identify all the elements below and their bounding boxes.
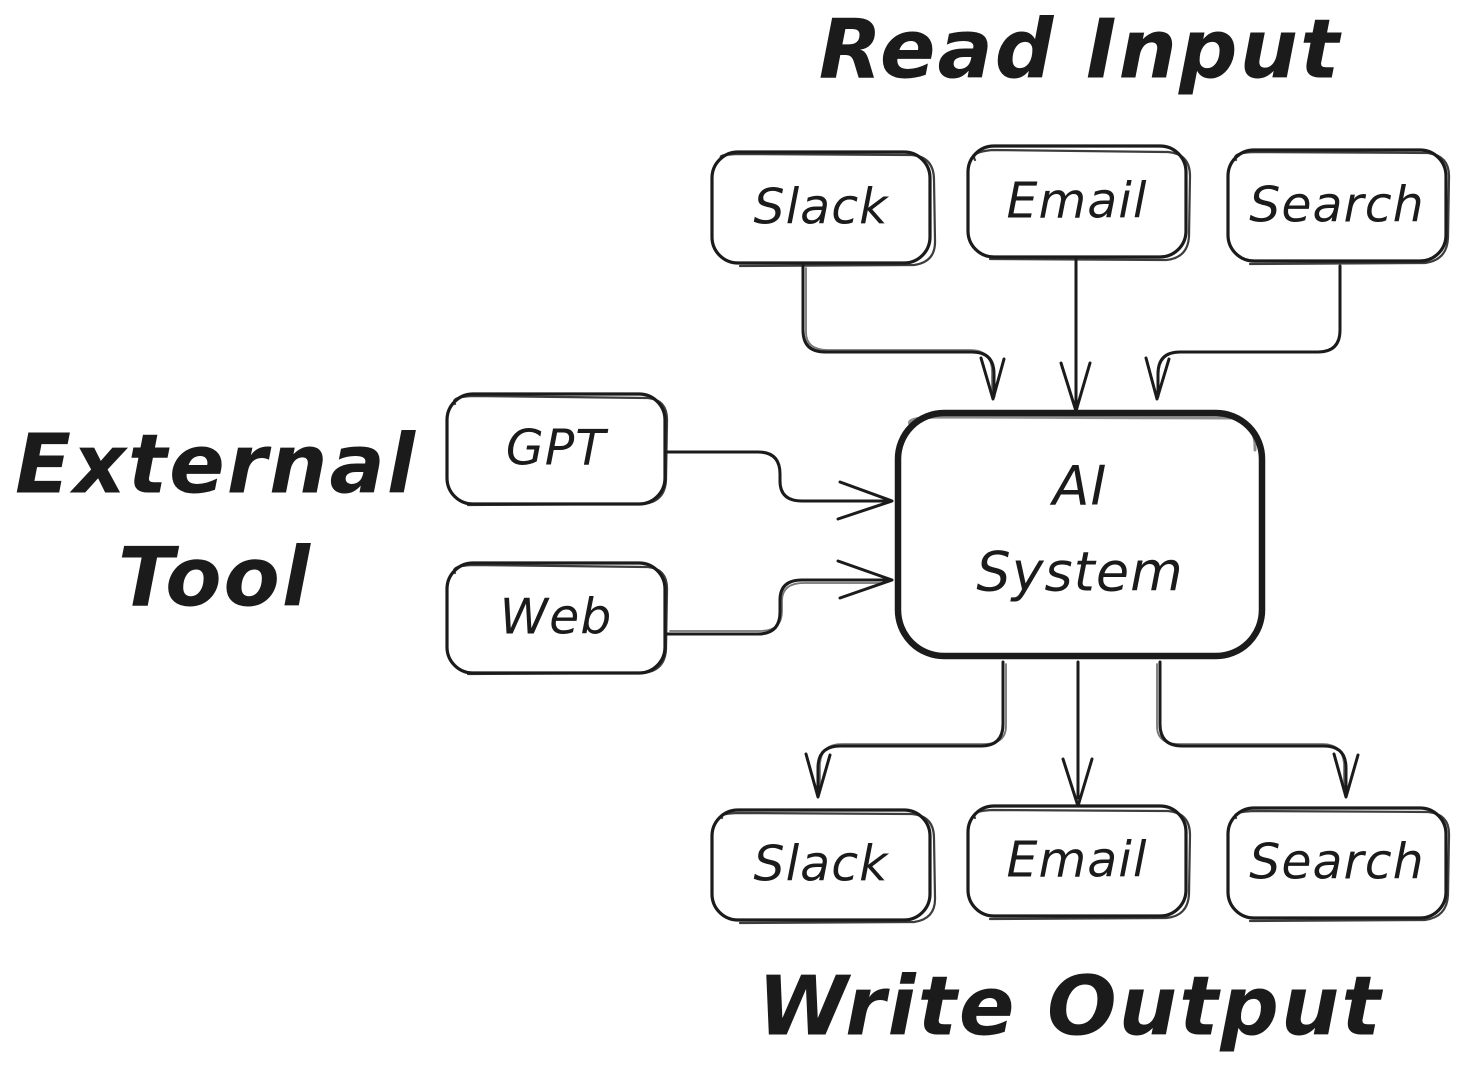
input-node-slack-label: Slack bbox=[753, 179, 889, 236]
edge-ai-system-to-email bbox=[1061, 660, 1094, 808]
edge-ai-system-to-search bbox=[1156, 660, 1360, 799]
output-node-email[interactable]: Email bbox=[966, 804, 1192, 921]
edge-ai-system-to-slack bbox=[804, 660, 1007, 799]
output-node-search-label: Search bbox=[1249, 834, 1424, 891]
ai-system-node[interactable]: AI System bbox=[894, 409, 1266, 660]
tool-node-gpt[interactable]: GPT bbox=[445, 392, 669, 507]
input-node-search[interactable]: Search bbox=[1226, 148, 1451, 266]
input-node-email-label: Email bbox=[1007, 173, 1148, 230]
input-node-search-label: Search bbox=[1249, 177, 1424, 234]
external-tool-title-line1: External bbox=[15, 417, 417, 512]
tool-node-web-label: Web bbox=[500, 589, 613, 646]
output-node-slack-label: Slack bbox=[753, 836, 889, 893]
output-node-email-label: Email bbox=[1007, 832, 1148, 889]
read-input-title: Read Input bbox=[819, 2, 1342, 97]
tool-node-web[interactable]: Web bbox=[445, 561, 669, 676]
input-node-slack[interactable]: Slack bbox=[710, 150, 937, 268]
edge-slack-to-ai-system bbox=[801, 264, 1006, 401]
external-tool-title-line2: Tool bbox=[118, 530, 312, 625]
input-node-email[interactable]: Email bbox=[966, 144, 1192, 262]
edge-email-to-ai-system bbox=[1059, 258, 1092, 413]
output-node-search[interactable]: Search bbox=[1226, 806, 1451, 923]
edge-web-to-ai-system bbox=[665, 559, 894, 636]
edge-gpt-to-ai-system bbox=[665, 450, 894, 521]
ai-system-label-line2: System bbox=[976, 541, 1183, 604]
tool-node-gpt-label: GPT bbox=[506, 420, 610, 477]
output-node-slack[interactable]: Slack bbox=[710, 808, 937, 925]
write-output-title: Write Output bbox=[757, 959, 1383, 1054]
ai-system-label-line1: AI bbox=[1050, 455, 1108, 518]
edge-search-to-ai-system bbox=[1144, 264, 1342, 401]
